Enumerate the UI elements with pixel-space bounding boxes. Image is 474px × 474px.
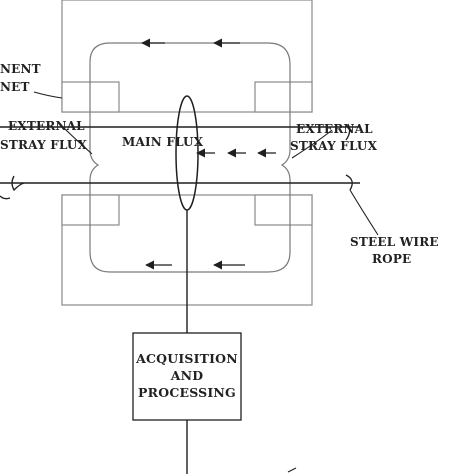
magnet-label-line2: NET [0,80,30,94]
steel-wire-label-line1: STEEL WIRE [350,235,439,249]
steel-wire-label-line2: ROPE [372,252,411,266]
magnet-label-line1: NENT [0,62,41,76]
magnet-leader-line [33,91,63,99]
rope-right-end-bottom [345,174,353,191]
sensor-coil [175,95,199,211]
external-left-label-line2: STRAY FLUX [0,138,88,152]
main-flux-label: MAIN FLUX [122,135,204,149]
upper-right-pole-piece [254,81,313,113]
box-label-line1: ACQUISITION [135,351,238,366]
upper-yoke [61,0,313,113]
external-right-leader-line [291,129,333,159]
steel-wire-leader-line [349,189,379,236]
main-flux-loop [89,42,291,273]
rope-left-end [11,175,25,192]
external-left-leader-line [63,127,93,155]
rope-right-end-top [345,123,351,141]
acquisition-processing-box [132,332,242,421]
lower-right-pole-piece [254,194,313,226]
box-label-line3: PROCESSING [138,385,236,400]
external-right-label-line2: STRAY FLUX [290,139,378,153]
external-right-label-line1: EXTERNAL [296,122,373,136]
cutoff-arrow-mark [287,467,297,473]
rope-left-end-tail [0,195,11,200]
box-label-line2: AND [170,368,204,383]
external-left-label-line1: EXTERNAL [8,119,85,133]
